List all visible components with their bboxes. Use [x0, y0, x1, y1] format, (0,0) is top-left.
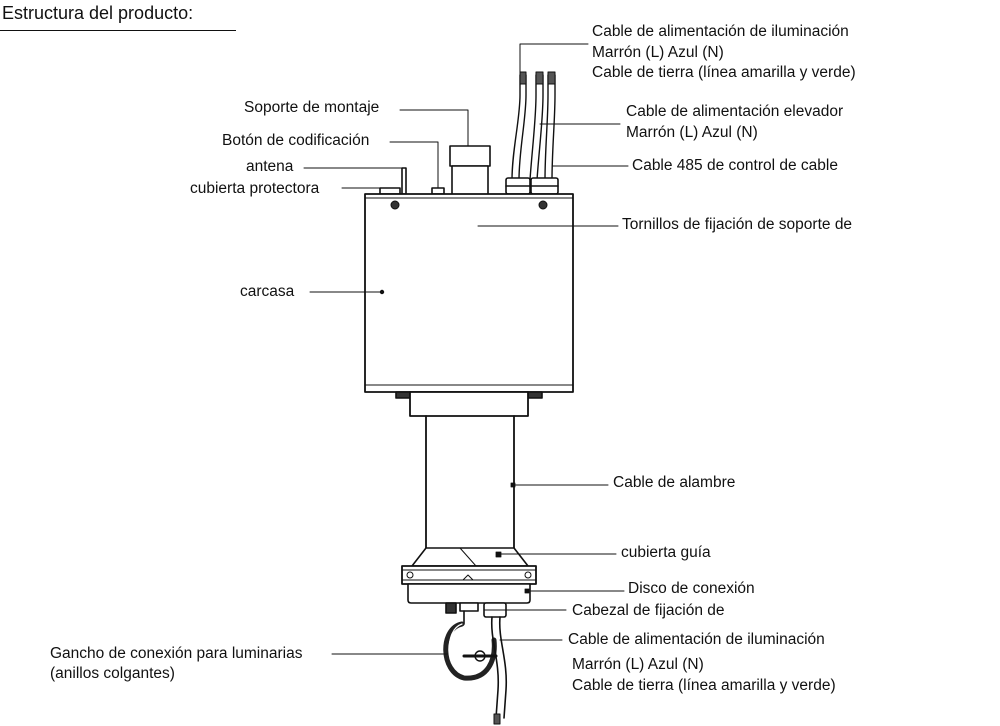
- label-lift-power: Cable de alimentación elevador: [626, 103, 844, 120]
- label-light-power-top-colors: Marrón (L) Azul (N): [592, 44, 724, 61]
- label-light-power-top: Cable de alimentación de iluminación: [592, 23, 849, 40]
- guide-cover-part: [411, 547, 529, 567]
- hook-part: [443, 610, 498, 681]
- label-mount-bracket: Soporte de montaje: [244, 99, 380, 116]
- antenna-rod: [401, 167, 407, 195]
- label-coding-button: Botón de codificación: [222, 132, 370, 149]
- diagram-title: Estructura del producto:: [2, 3, 194, 23]
- leader-lines: [303, 43, 629, 655]
- label-485-cable: Cable 485 de control de cable: [632, 157, 838, 174]
- connection-disc-part: [401, 565, 537, 604]
- label-light-power-bottom: Cable de alimentación de iluminación: [568, 631, 825, 648]
- reel-section: [409, 391, 529, 549]
- label-guide-cover: cubierta guía: [621, 544, 711, 561]
- label-light-power-top-ground: Cable de tierra (línea amarilla y verde): [592, 64, 856, 81]
- label-antenna: antena: [246, 158, 294, 175]
- bottom-cable: [490, 616, 508, 725]
- label-protective-cover: cubierta protectora: [190, 180, 320, 197]
- label-bracket-screws: Tornillos de fijación de soporte de: [622, 216, 853, 233]
- label-lift-power-colors: Marrón (L) Azul (N): [626, 124, 758, 141]
- label-housing: carcasa: [240, 283, 295, 300]
- label-connection-disc: Disco de conexión: [628, 580, 755, 597]
- label-wire-rope: Cable de alambre: [613, 474, 736, 491]
- label-hook: Gancho de conexión para luminarias: [50, 645, 303, 662]
- title-underline: [0, 30, 236, 31]
- label-light-power-bottom-ground: Cable de tierra (línea amarilla y verde): [572, 677, 836, 694]
- label-light-power-bottom-colors: Marrón (L) Azul (N): [572, 656, 704, 673]
- housing-body: [364, 193, 574, 399]
- top-cables: [505, 71, 559, 195]
- label-hook-sub: (anillos colgantes): [50, 665, 175, 682]
- label-fixing-head: Cabezal de fijación de: [572, 602, 725, 619]
- fixing-head-part: [445, 602, 507, 618]
